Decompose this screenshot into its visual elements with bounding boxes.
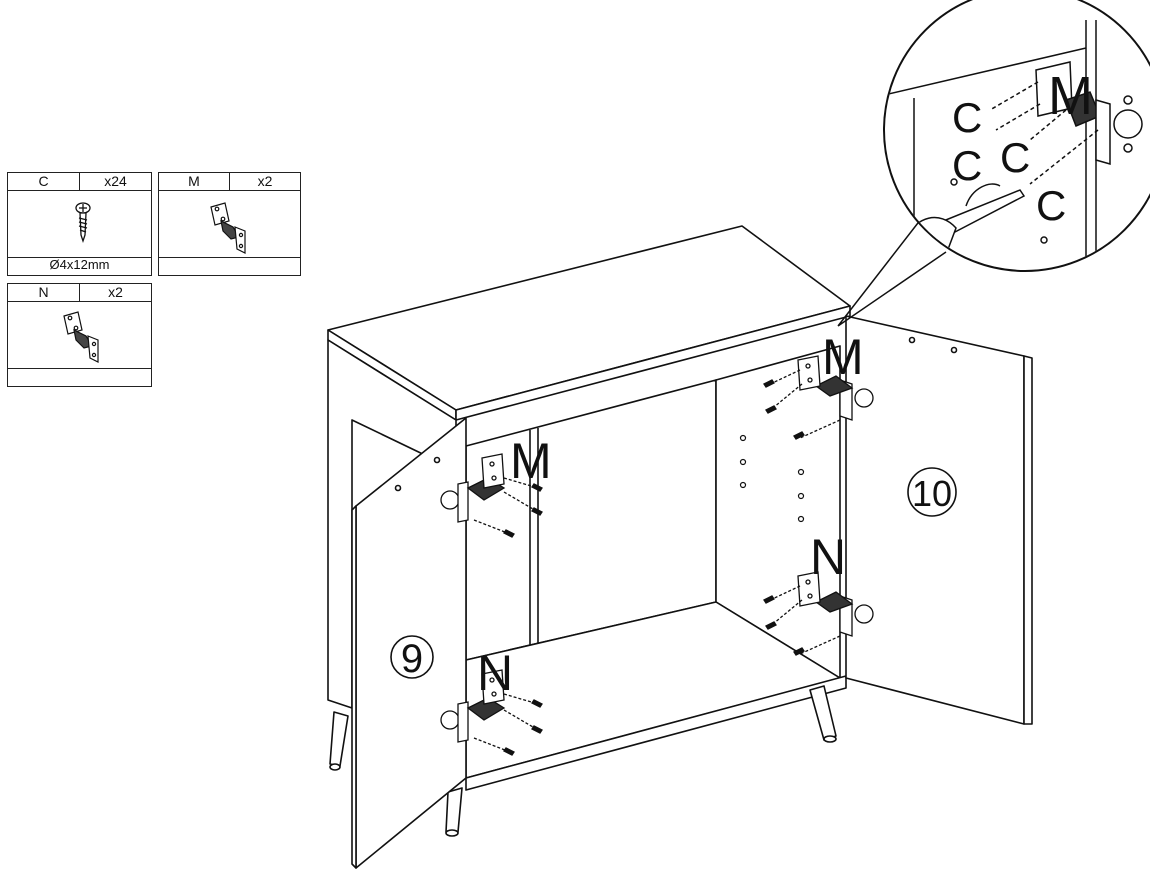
- label-hinge-bottom-left: N: [477, 645, 513, 701]
- part-c-qty: x24: [79, 173, 151, 190]
- door-right-number: 10: [907, 467, 957, 517]
- detail-screw-label-3: C: [1000, 134, 1030, 181]
- hinge-top-right: [763, 355, 874, 440]
- hinge-top-left: [440, 453, 543, 538]
- detail-hinge-label: M: [1048, 66, 1093, 126]
- part-c-box: C x24 Ø4x12mm: [7, 172, 152, 276]
- label-hinge-bottom-right: N: [810, 529, 846, 585]
- part-n-box: N x2: [7, 283, 152, 387]
- screw-icon: [75, 202, 91, 244]
- part-m-box: M x2: [158, 172, 301, 276]
- part-c-letter: C: [38, 173, 49, 189]
- detail-screw-label-1: C: [952, 94, 982, 141]
- hinge-icon: [210, 202, 246, 254]
- part-n-letter: N: [38, 284, 49, 300]
- label-hinge-top-right: M: [822, 329, 864, 385]
- svg-text:9: 9: [401, 637, 423, 681]
- left-side-panel: [327, 339, 457, 709]
- part-c-size: Ø4x12mm: [49, 257, 110, 272]
- hinge-bottom-left: [440, 669, 543, 756]
- svg-text:10: 10: [912, 473, 952, 514]
- hinge-icon: [63, 311, 99, 363]
- right-door: [845, 315, 1025, 725]
- part-m-letter: M: [188, 173, 200, 189]
- part-m-qty: x2: [229, 173, 300, 190]
- label-hinge-top-left: M: [510, 433, 552, 489]
- part-n-qty: x2: [79, 284, 151, 301]
- door-left-number: 9: [390, 635, 434, 681]
- hinge-bottom-right: [763, 571, 874, 656]
- detail-callout: M C C C C: [837, 0, 1150, 327]
- detail-screw-label-2: C: [952, 142, 982, 189]
- detail-screw-label-4: C: [1036, 182, 1066, 229]
